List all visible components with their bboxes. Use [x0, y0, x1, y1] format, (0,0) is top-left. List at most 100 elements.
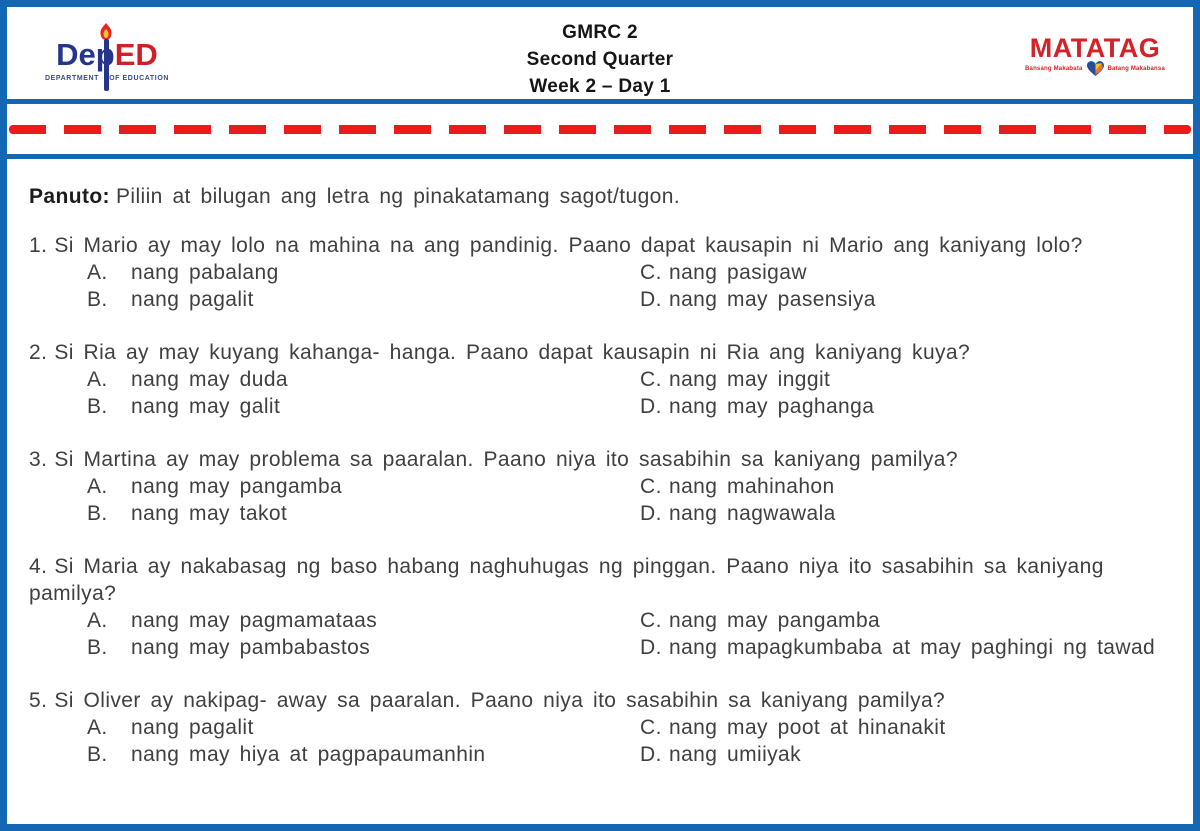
question-line: 3.Si Martina ay may problema sa paaralan…: [29, 446, 1171, 473]
option-row: B. nang may hiya at pagpapaumanhin D. nang…: [87, 741, 1171, 768]
option: A. nang pagalit: [87, 714, 640, 741]
option-row: B. nang pagalit D.nang may pasensiya: [87, 286, 1171, 313]
option: D. nang may paghanga: [640, 393, 1171, 420]
matatag-logo: MATATAG Bansang Makabata Batang Makabans…: [1025, 35, 1165, 76]
option-letter: C.: [640, 261, 662, 284]
option-letter: D.: [640, 636, 662, 659]
question-options: A. nang pagalit C. nang may poot at hinana…: [29, 714, 1171, 768]
question-block: 1. Si Mario ay may lolo na mahina na ang …: [29, 232, 1171, 313]
question-options: A. nang may pangamba C.nang mahinahon B. n…: [29, 473, 1171, 527]
matatag-tagline-left: Bansang Makabata: [1025, 65, 1083, 72]
option-text: nang may takot: [131, 502, 288, 525]
matatag-tagline-right: Batang Makabansa: [1107, 65, 1165, 72]
option-row: B. nang may galit D. nang may paghanga: [87, 393, 1171, 420]
option: C.nang may inggit: [640, 366, 1171, 393]
option-text: nang may paghanga: [669, 395, 875, 418]
option: C.nang mahinahon: [640, 473, 1171, 500]
option-letter: D.: [640, 743, 662, 766]
option-letter: B.: [87, 502, 108, 525]
question-line: 5. Si Oliver ay nakipag- away sa paaralan…: [29, 687, 1171, 714]
option-text: nang may galit: [131, 395, 281, 418]
option: B. nang may takot: [87, 500, 640, 527]
heart-icon: [1086, 61, 1104, 76]
matatag-tagline: Bansang Makabata Batang Makabansa: [1025, 61, 1165, 76]
instructions-label: Panuto:: [29, 185, 110, 208]
option-letter: C.: [640, 716, 662, 739]
option-row: A. nang may pagmamataas C. nang may pangam…: [87, 607, 1171, 634]
option-text: nang may pangamba: [131, 475, 343, 498]
question-options: A.nang may duda C.nang may inggit B. nang…: [29, 366, 1171, 420]
header-title: GMRC 2 Second Quarter Week 2 – Day 1: [7, 19, 1193, 100]
option-row: A.nang may duda C.nang may inggit: [87, 366, 1171, 393]
option-letter: D.: [640, 502, 662, 525]
option-text: nang may pambabastos: [131, 636, 371, 659]
option-text: nang may inggit: [669, 368, 831, 391]
option: D. nang nagwawala: [640, 500, 1171, 527]
option-letter: A.: [87, 716, 108, 739]
option-text: nang nagwawala: [669, 502, 836, 525]
instructions-line: Panuto:Piliin at bilugan ang letra ng pi…: [29, 183, 1171, 210]
question-line: 1. Si Mario ay may lolo na mahina na ang …: [29, 232, 1171, 259]
question-text: Si Oliver ay nakipag- away sa paaralan. …: [54, 689, 946, 712]
option: C.nang pasigaw: [640, 259, 1171, 286]
question-number: 1.: [29, 234, 48, 257]
question-text: Si Martina ay may problema sa paaralan. …: [54, 448, 958, 471]
deped-logo: DepED DEPARTMENT OF EDUCATION: [37, 23, 177, 97]
torch-flame-icon: [97, 23, 115, 43]
option-row: A.nang pabalang C.nang pasigaw: [87, 259, 1171, 286]
option-text: nang may poot at hinanakit: [669, 716, 946, 739]
question-block: 4.Si Maria ay nakabasag ng baso habang n…: [29, 553, 1171, 661]
option-text: nang umiiyak: [669, 743, 802, 766]
option-text: nang mapagkumbaba at may paghingi ng taw…: [669, 636, 1156, 659]
option: B. nang may hiya at pagpapaumanhin: [87, 741, 640, 768]
option: A.nang pabalang: [87, 259, 640, 286]
deped-subtitle: DEPARTMENT OF EDUCATION: [37, 75, 177, 82]
option-letter: A.: [87, 475, 108, 498]
week-day-title: Week 2 – Day 1: [529, 76, 671, 97]
option-letter: C.: [640, 475, 662, 498]
question-text: Si Ria ay may kuyang kahanga- hanga. Paa…: [54, 341, 971, 364]
option: D.nang may pasensiya: [640, 286, 1171, 313]
quarter-title: Second Quarter: [526, 49, 674, 70]
questions: 1. Si Mario ay may lolo na mahina na ang …: [29, 232, 1171, 768]
option-text: nang may hiya at pagpapaumanhin: [131, 743, 486, 766]
question-line: 4.Si Maria ay nakabasag ng baso habang n…: [29, 553, 1171, 607]
question-block: 3.Si Martina ay may problema sa paaralan…: [29, 446, 1171, 527]
deped-subtitle-left: DEPARTMENT: [44, 75, 100, 82]
question-block: 5. Si Oliver ay nakipag- away sa paaralan…: [29, 687, 1171, 768]
option-text: nang pabalang: [131, 261, 279, 284]
subject-title: GMRC 2: [562, 22, 638, 43]
option-text: nang may pangamba: [669, 609, 881, 632]
deped-wordmark-blue: Dep: [56, 37, 115, 72]
option-text: nang may pagmamataas: [131, 609, 378, 632]
option-text: nang may duda: [131, 368, 288, 391]
option-letter: D.: [640, 395, 662, 418]
worksheet-content: Panuto:Piliin at bilugan ang letra ng pi…: [7, 154, 1193, 824]
option-letter: A.: [87, 609, 108, 632]
question-block: 2.Si Ria ay may kuyang kahanga- hanga. P…: [29, 339, 1171, 420]
deped-wordmark-red: ED: [114, 37, 158, 72]
question-number: 4.: [29, 555, 48, 578]
deped-subtitle-right: OF EDUCATION: [109, 75, 170, 82]
option: C. nang may pangamba: [640, 607, 1171, 634]
option: A.nang may duda: [87, 366, 640, 393]
deped-wordmark: DepED: [37, 37, 177, 73]
option-letter: C.: [640, 609, 662, 632]
option-letter: B.: [87, 288, 108, 311]
option-row: A. nang may pangamba C.nang mahinahon: [87, 473, 1171, 500]
question-options: A. nang may pagmamataas C. nang may pangam…: [29, 607, 1171, 661]
question-text: Si Mario ay may lolo na mahina na ang pa…: [54, 234, 1083, 257]
option-text: nang pagalit: [131, 716, 254, 739]
question-number: 5.: [29, 689, 48, 712]
option-letter: B.: [87, 395, 108, 418]
option-text: nang pagalit: [131, 288, 254, 311]
option: D. nang mapagkumbaba at may paghingi ng t…: [640, 634, 1171, 661]
option: D. nang umiiyak: [640, 741, 1171, 768]
instructions-text: Piliin at bilugan ang letra ng pinakatam…: [115, 185, 681, 208]
option-row: B. nang may takot D. nang nagwawala: [87, 500, 1171, 527]
option: B. nang may galit: [87, 393, 640, 420]
separator-strip: [7, 104, 1193, 154]
option-text: nang may pasensiya: [669, 288, 876, 311]
option-letter: B.: [87, 743, 108, 766]
